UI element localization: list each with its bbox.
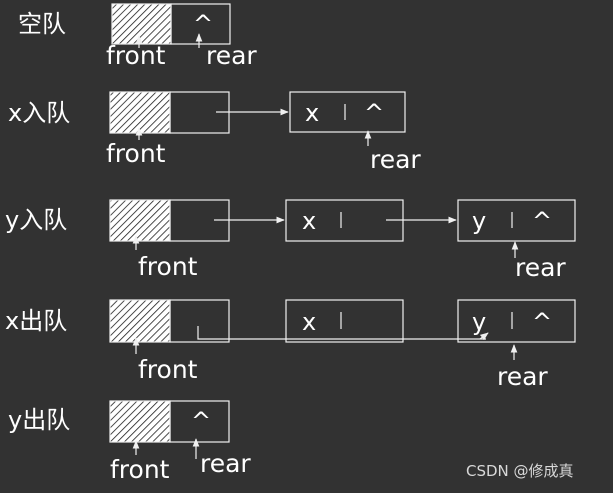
rear-label: rear [497,362,548,391]
head-node-pointer [170,3,231,45]
head-node-pointer [169,299,230,343]
rear-label: rear [200,449,251,478]
node-value: x [302,207,316,235]
bypass-link-line [197,326,486,340]
front-label: front [138,355,198,384]
bypass-link-arrowhead [479,332,489,341]
node-value: x [305,99,319,127]
head-node-hatched [109,400,171,443]
rear-label: rear [206,41,257,70]
row-label: x出队 [5,307,67,335]
node-x-removed [285,299,404,343]
head-node-hatched [109,199,171,242]
front-label: front [110,455,170,484]
front-label: front [138,252,198,281]
head-node-hatched [111,3,172,45]
row-label: y出队 [8,406,70,434]
front-label: front [106,41,166,70]
head-node-hatched [109,91,171,134]
node-y [457,199,576,242]
head-node-hatched [109,299,171,343]
node-null-pointer: ^ [532,207,552,235]
row-dequeue-x: x出队 x y ^ front rear [5,299,576,391]
row-empty-queue: 空队 ^ front rear [18,3,257,70]
head-null-pointer: ^ [191,407,211,435]
node-null-pointer: ^ [532,308,552,336]
node-value: y [472,207,486,235]
row-label: y入队 [5,206,67,234]
front-label: front [106,139,166,168]
row-enqueue-y: y入队 x y ^ front rear [5,199,576,282]
rear-label: rear [515,253,566,282]
row-label: 空队 [18,10,66,38]
node-value: y [472,308,486,336]
head-null-pointer: ^ [193,10,213,38]
row-enqueue-x: x入队 x ^ front rear [8,91,421,174]
node-x [289,91,406,133]
node-null-pointer: ^ [364,99,384,127]
row-label: x入队 [8,99,70,127]
node-y [457,299,576,343]
head-node-pointer [169,400,230,443]
csdn-watermark: CSDN @修成真 [466,462,574,480]
row-dequeue-y: y出队 ^ front rear [8,400,251,484]
rear-label: rear [370,145,421,174]
node-value: x [302,308,316,336]
